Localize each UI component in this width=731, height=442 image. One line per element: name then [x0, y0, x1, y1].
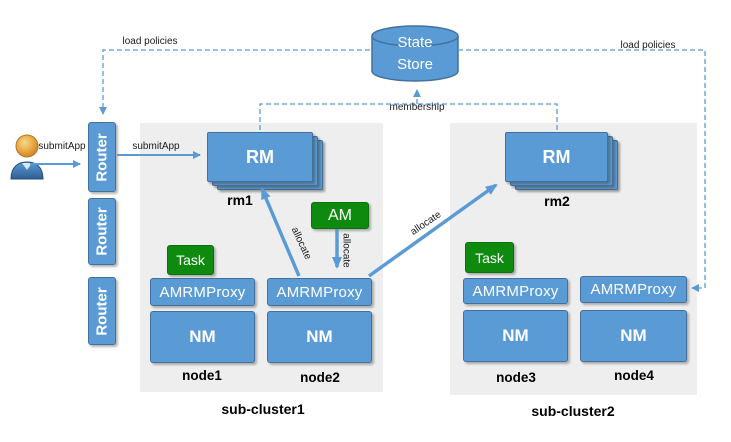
node1-amrmproxy-label: AMRMProxy: [159, 283, 246, 301]
node4-nm-label: NM: [620, 326, 647, 345]
cylinder-icon: [371, 25, 459, 82]
router-1: Router: [88, 122, 116, 192]
state-store-line2: Store: [397, 56, 433, 73]
node1-name-label: node1: [182, 368, 222, 383]
rm1-stack: RM: [207, 132, 325, 192]
node3-nm: NM: [463, 310, 568, 362]
router-1-label: Router: [93, 132, 111, 182]
allocate-label-3: allocate: [408, 209, 444, 238]
router-3-label: Router: [93, 286, 111, 336]
rm2-box: RM: [505, 132, 608, 182]
node4-amrmproxy: AMRMProxy: [580, 276, 687, 303]
node2-amrmproxy-label: AMRMProxy: [276, 283, 363, 301]
node2-amrmproxy: AMRMProxy: [267, 278, 372, 306]
submitapp-user-label: submitApp: [38, 141, 86, 152]
rm1-box: RM: [207, 132, 313, 182]
rm2-name-label: rm2: [544, 193, 570, 209]
router-2: Router: [88, 198, 116, 265]
task-box-1: Task: [167, 245, 214, 275]
load-policies-left-label: load policies: [122, 36, 178, 47]
node3-amrmproxy-label: AMRMProxy: [472, 282, 559, 300]
node1-nm: NM: [150, 311, 255, 363]
sub-cluster2-title: sub-cluster2: [531, 403, 615, 419]
rm2-stack: RM: [505, 132, 620, 192]
dashed-load-policies-left: [99, 49, 370, 115]
task-1-label: Task: [176, 252, 205, 268]
state-store-line1: State: [397, 34, 433, 51]
submitapp-router-label: submitApp: [132, 141, 180, 152]
user-icon: [8, 132, 48, 187]
node1-nm-label: NM: [189, 327, 216, 346]
membership-label: membership: [389, 102, 445, 113]
node4-amrmproxy-label: AMRMProxy: [590, 281, 677, 298]
state-store: State Store: [370, 24, 460, 84]
task-2-label: Task: [475, 249, 504, 266]
node3-amrmproxy: AMRMProxy: [463, 278, 568, 304]
load-policies-right-label: load policies: [620, 40, 676, 51]
node2-nm: NM: [267, 311, 372, 363]
node2-name-label: node2: [300, 370, 340, 385]
router-2-label: Router: [93, 207, 111, 256]
node3-nm-label: NM: [502, 326, 529, 345]
node4-nm: NM: [580, 310, 687, 362]
am-label: AM: [328, 206, 352, 224]
allocate-label-2: allocate: [340, 233, 352, 268]
node3-name-label: node3: [496, 370, 536, 385]
node1-amrmproxy: AMRMProxy: [150, 278, 255, 306]
node2-nm-label: NM: [306, 327, 333, 346]
sub-cluster1-title: sub-cluster1: [221, 401, 305, 417]
router-3: Router: [88, 277, 116, 345]
task-box-2: Task: [465, 242, 514, 273]
am-box: AM: [311, 202, 369, 229]
rm1-name-label: rm1: [227, 192, 253, 208]
node4-name-label: node4: [614, 368, 654, 383]
